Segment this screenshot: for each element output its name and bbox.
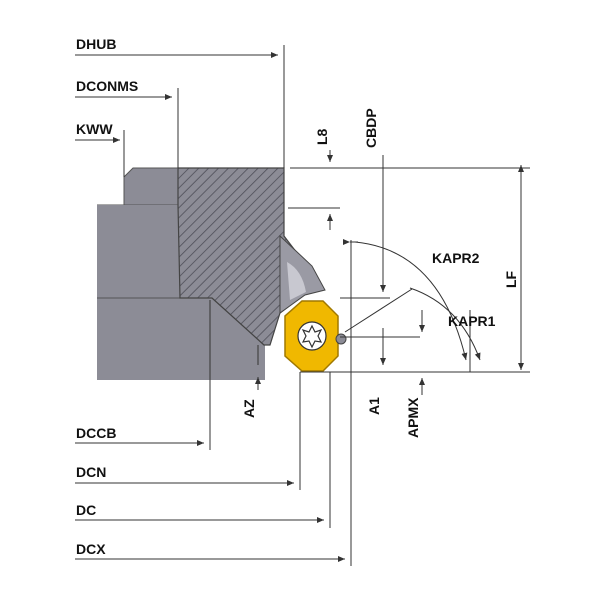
octagon-insert: [284, 300, 347, 372]
label-cbdp: CBDP: [363, 108, 379, 148]
label-az: AZ: [241, 399, 257, 418]
label-kapr1: KAPR1: [448, 313, 496, 329]
label-dconms: DCONMS: [76, 78, 138, 94]
label-lf: LF: [503, 270, 519, 288]
label-dcn: DCN: [76, 464, 106, 480]
label-dcx: DCX: [76, 541, 106, 557]
label-apmx: APMX: [405, 397, 421, 438]
label-l8: L8: [314, 128, 330, 145]
label-dccb: DCCB: [76, 425, 116, 441]
label-dc: DC: [76, 502, 96, 518]
label-a1: A1: [366, 397, 382, 415]
dimension-lines: [75, 45, 530, 566]
label-kww: KWW: [76, 121, 113, 137]
hatched-section: [177, 167, 326, 346]
label-kapr2: KAPR2: [432, 250, 480, 266]
label-dhub: DHUB: [76, 36, 116, 52]
cutter-body: [97, 167, 265, 380]
